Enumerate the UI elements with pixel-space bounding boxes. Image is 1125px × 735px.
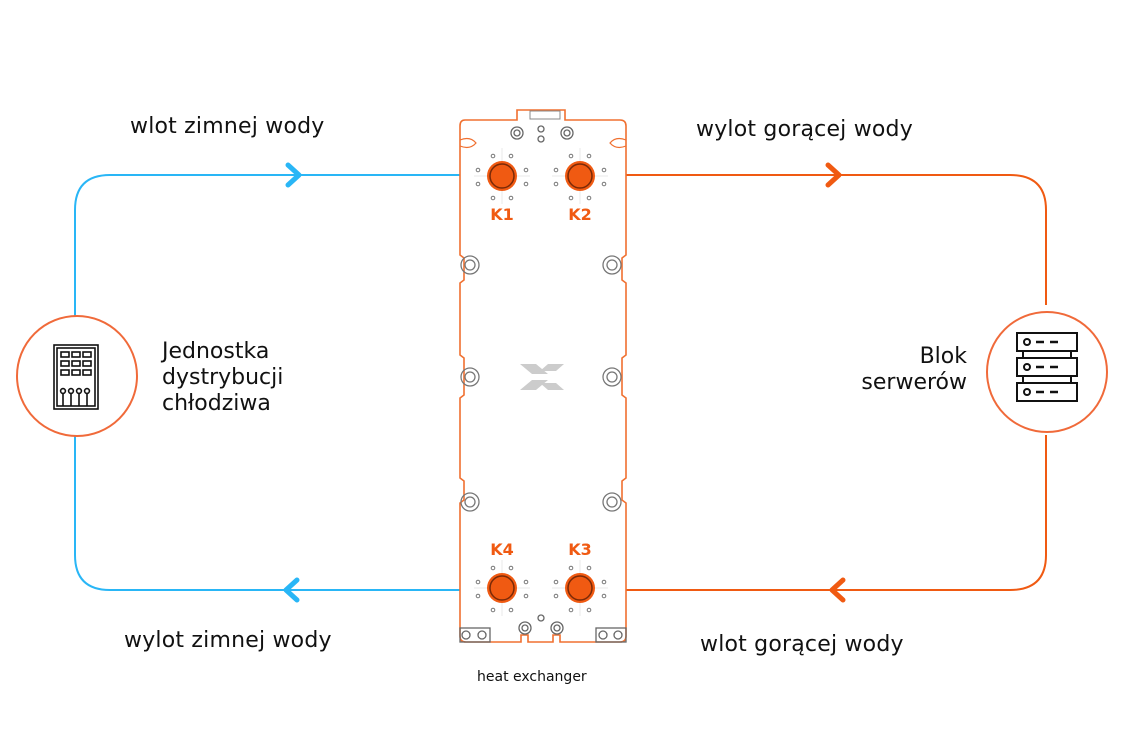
port-bolt-hole <box>586 607 592 613</box>
port-opening <box>489 163 515 189</box>
port-bolt-hole <box>508 607 514 613</box>
cold-loop-bottom <box>74 436 460 591</box>
servers-label-line: serwerów <box>861 370 967 395</box>
hot-outlet-arrow-icon <box>825 162 842 188</box>
port-opening <box>567 575 593 601</box>
server-rack-icon <box>1016 332 1078 402</box>
exchanger-outline <box>459 109 627 643</box>
exchanger-top-bracket <box>529 110 561 120</box>
bolt-icon <box>510 125 574 143</box>
port-bolt-hole <box>553 593 559 599</box>
cold-inlet-label: wlot zimnej wody <box>130 114 325 139</box>
port-bolt-hole <box>553 181 559 187</box>
port-k3[interactable]: K3 <box>552 540 608 616</box>
port-bolt-hole <box>568 195 574 201</box>
exchanger-notch <box>459 137 477 149</box>
cold-inlet-arrow-icon <box>285 162 302 188</box>
port-bolt-hole <box>601 167 607 173</box>
cold-outlet-label: wylot zimnej wody <box>124 628 332 653</box>
port-bolt-hole <box>586 565 592 571</box>
bolt-icon <box>459 614 627 643</box>
port-bolt-hole <box>568 565 574 571</box>
port-bolt-hole <box>490 607 496 613</box>
port-bolt-hole <box>508 153 514 159</box>
hot-loop-top <box>625 174 1047 305</box>
port-bolt-hole <box>508 565 514 571</box>
cold-loop-top <box>74 174 460 316</box>
port-k4[interactable]: K4 <box>474 540 530 616</box>
manufacturer-logo-icon <box>520 364 564 390</box>
exchanger-notch <box>609 137 627 149</box>
bolt-icon <box>460 255 622 512</box>
port-bolt-hole <box>601 579 607 585</box>
hot-loop-bottom <box>625 435 1047 591</box>
port-bolt-hole <box>475 579 481 585</box>
port-bolt-hole <box>490 565 496 571</box>
port-label: K2 <box>568 205 592 224</box>
port-opening <box>567 163 593 189</box>
servers-label: Blok serwerów <box>861 344 967 396</box>
port-label: K1 <box>490 205 514 224</box>
cdu-label-line: Jednostka <box>162 339 270 364</box>
port-bolt-hole <box>490 195 496 201</box>
port-bolt-hole <box>475 167 481 173</box>
cdu-label: Jednostka dystrybucji chłodziwa <box>162 339 283 417</box>
port-opening <box>489 575 515 601</box>
cdu-label-line: chłodziwa <box>162 391 271 416</box>
port-label: K4 <box>490 540 514 559</box>
port-bolt-hole <box>586 153 592 159</box>
cdu-node-ring[interactable] <box>16 315 138 437</box>
port-bolt-hole <box>475 181 481 187</box>
port-bolt-hole <box>601 593 607 599</box>
port-bolt-hole <box>523 181 529 187</box>
port-bolt-hole <box>475 593 481 599</box>
port-bolt-hole <box>523 579 529 585</box>
port-bolt-hole <box>508 195 514 201</box>
hot-inlet-label: wlot gorącej wody <box>700 632 904 657</box>
heat-exchanger-caption: heat exchanger <box>477 669 587 685</box>
port-bolt-hole <box>553 579 559 585</box>
hot-inlet-arrow-icon <box>829 577 846 603</box>
servers-label-line: Blok <box>919 344 967 369</box>
port-bolt-hole <box>568 607 574 613</box>
port-k2[interactable]: K2 <box>552 148 608 224</box>
port-bolt-hole <box>523 593 529 599</box>
port-label: K3 <box>568 540 592 559</box>
hot-outlet-label: wylot gorącej wody <box>696 117 913 142</box>
servers-node-ring[interactable] <box>986 311 1108 433</box>
port-bolt-hole <box>586 195 592 201</box>
cold-outlet-arrow-icon <box>283 577 300 603</box>
port-bolt-hole <box>490 153 496 159</box>
cdu-cabinet-icon <box>53 344 99 410</box>
port-bolt-hole <box>523 167 529 173</box>
port-bolt-hole <box>553 167 559 173</box>
port-bolt-hole <box>601 181 607 187</box>
port-k1[interactable]: K1 <box>474 148 530 224</box>
cdu-label-line: dystrybucji <box>162 365 284 390</box>
port-bolt-hole <box>568 153 574 159</box>
